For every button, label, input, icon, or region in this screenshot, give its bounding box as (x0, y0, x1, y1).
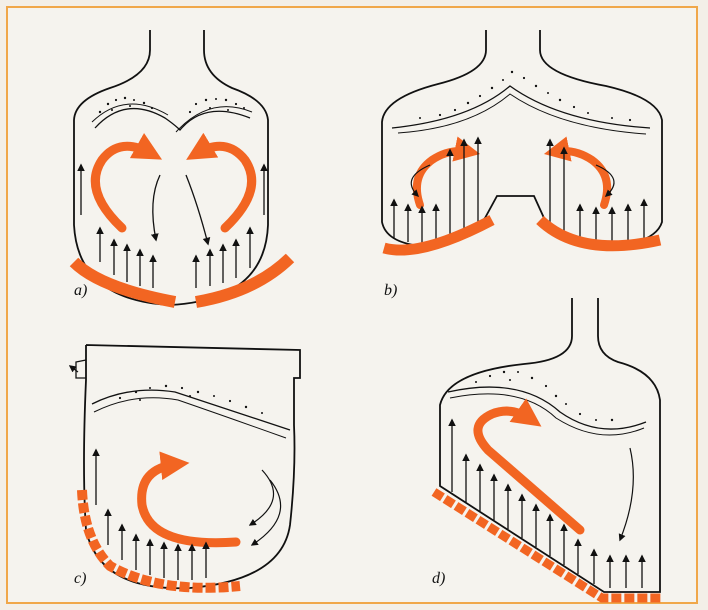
heater-left-b (384, 220, 492, 250)
free-surface-a (95, 109, 250, 130)
flow-arrow-d (478, 411, 580, 530)
free-surface-b (392, 86, 650, 128)
flow-arrow-left-b (417, 151, 470, 205)
panel-c-label: c) (74, 570, 86, 588)
heater-right-b (540, 220, 660, 246)
free-surface-c (92, 390, 290, 430)
panel-c (70, 345, 300, 588)
flow-arrow-left-a (95, 146, 152, 228)
bubbles-c (119, 385, 263, 414)
panel-b-label: b) (384, 282, 397, 300)
vessel-a-outline (74, 30, 268, 305)
panel-a-label: a) (74, 282, 87, 300)
panel-d (434, 298, 662, 598)
flow-arrow-c (142, 464, 236, 543)
panel-d-label: d) (432, 570, 445, 588)
panel-a (74, 30, 290, 305)
heat-arrows-a (81, 165, 264, 288)
panel-b (382, 30, 662, 250)
vessel-b-outline (382, 30, 662, 248)
flow-arrow-right-b (554, 151, 607, 205)
flow-arrow-right-a (196, 146, 252, 228)
